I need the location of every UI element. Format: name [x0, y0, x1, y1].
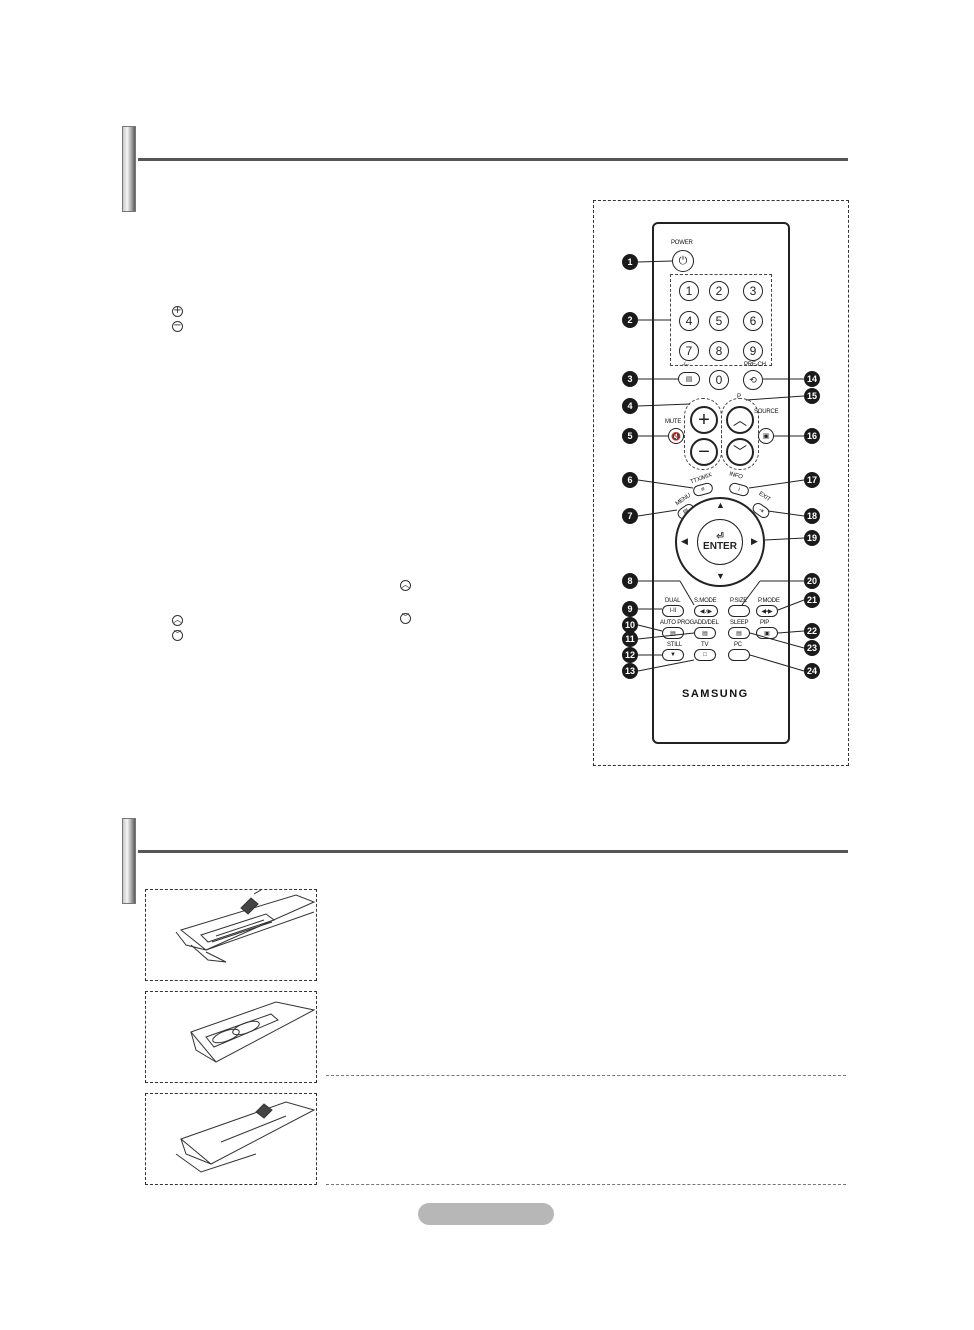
step-divider	[326, 1075, 846, 1076]
battery-cover-close-illustration	[145, 1093, 317, 1185]
callout-10: 10	[622, 617, 638, 633]
chevron-down-circle-icon: ﹀	[400, 613, 411, 624]
psize-button[interactable]	[728, 605, 750, 617]
callout-1: 1	[622, 254, 638, 270]
callout-20: 20	[804, 573, 820, 589]
pmode-button[interactable]: ◀▪▶	[756, 605, 778, 617]
callout-14: 14	[804, 371, 820, 387]
callout-5: 5	[622, 428, 638, 444]
callout-13: 13	[622, 663, 638, 679]
prech-label: PRE-CH	[744, 362, 766, 368]
volume-up-button[interactable]: +	[690, 406, 718, 434]
sleep-label: SLEEP	[730, 620, 749, 626]
enter-button[interactable]: ⏎ ENTER	[697, 519, 743, 565]
channel-down-button[interactable]: ﹀	[726, 438, 754, 466]
mute-label: MUTE	[665, 419, 682, 425]
number-button-3[interactable]: 3	[743, 281, 763, 301]
pc-label: PC	[734, 642, 742, 648]
number-button-0[interactable]: 0	[709, 370, 729, 390]
samsung-logo: SAMSUNG	[682, 688, 749, 700]
step-divider	[326, 1184, 846, 1185]
chevron-up-circle-icon: ︿	[400, 580, 411, 591]
number-button-2[interactable]: 2	[709, 281, 729, 301]
dual-label: DUAL	[665, 598, 681, 604]
pip-label: PIP	[760, 620, 770, 626]
smode-button[interactable]: ◀♪▶	[694, 605, 718, 617]
callout-3: 3	[622, 371, 638, 387]
number-button-5[interactable]: 5	[709, 311, 729, 331]
pc-button[interactable]	[728, 649, 750, 661]
channel-up-button[interactable]: ︿	[726, 406, 754, 434]
number-button-9[interactable]: 9	[743, 341, 763, 361]
callout-12: 12	[622, 647, 638, 663]
adddel-label: ADD/DEL	[694, 620, 719, 626]
left-arrow-icon[interactable]: ◀	[681, 536, 688, 546]
adddel-button[interactable]: ▤	[694, 627, 716, 639]
callout-8: 8	[622, 573, 638, 589]
number-button-1[interactable]: 1	[679, 281, 699, 301]
battery-insert-illustration	[145, 991, 317, 1083]
number-button-4[interactable]: 4	[679, 311, 699, 331]
enter-icon: ⏎	[716, 531, 724, 541]
dash-button[interactable]: ▤	[678, 372, 700, 386]
battery-cover-open-drawing	[175, 889, 316, 963]
callout-19: 19	[804, 530, 820, 546]
dual-button[interactable]: I-II	[662, 605, 684, 617]
section-header-bar	[122, 126, 136, 212]
power-label: POWER	[671, 240, 693, 246]
callout-24: 24	[804, 663, 820, 679]
callout-15: 15	[804, 388, 820, 404]
source-button[interactable]: ▣	[758, 428, 774, 444]
p-label: P	[737, 394, 741, 400]
callout-6: 6	[622, 472, 638, 488]
section-header-bar	[122, 818, 136, 904]
number-button-8[interactable]: 8	[709, 341, 729, 361]
chevron-down-circle-icon: ﹀	[172, 630, 183, 641]
callout-18: 18	[804, 508, 820, 524]
prech-button[interactable]: ⟲	[743, 370, 763, 390]
callout-22: 22	[804, 623, 820, 639]
up-arrow-icon[interactable]: ▲	[716, 500, 725, 510]
dash-label: -/--	[682, 362, 689, 368]
number-button-7[interactable]: 7	[679, 341, 699, 361]
remote-illustration-frame	[593, 200, 849, 766]
psize-label: P.SIZE	[730, 598, 748, 604]
minus-circle-icon: −	[172, 320, 183, 332]
callout-21: 21	[804, 592, 820, 608]
right-arrow-icon[interactable]: ▶	[751, 536, 758, 546]
page-number-badge	[418, 1203, 554, 1225]
battery-cover-close-drawing	[175, 1101, 316, 1173]
number-button-6[interactable]: 6	[743, 311, 763, 331]
enter-label: ENTER	[703, 541, 737, 552]
autoprog-label: AUTO PROG.	[660, 620, 696, 626]
plus-circle-icon: +	[172, 305, 183, 317]
source-label: SOURCE	[754, 409, 779, 415]
section-header-rule	[138, 158, 848, 161]
battery-cover-open-illustration	[145, 889, 317, 981]
callout-17: 17	[804, 472, 820, 488]
callout-11: 11	[622, 631, 638, 647]
still-label: STILL	[667, 642, 683, 648]
still-button[interactable]: ▼	[662, 649, 684, 661]
chevron-up-circle-icon: ︿	[172, 615, 183, 626]
sleep-button[interactable]: ▤	[728, 627, 750, 639]
section-header-rule	[138, 850, 848, 853]
down-arrow-icon[interactable]: ▼	[716, 571, 725, 581]
callout-leader-lines	[637, 260, 805, 672]
callout-23: 23	[804, 640, 820, 656]
callout-7: 7	[622, 508, 638, 524]
number-pad-group	[670, 274, 772, 366]
tv-button[interactable]: □	[694, 649, 716, 661]
power-button[interactable]: ⏻	[672, 250, 694, 272]
volume-down-button[interactable]: −	[690, 438, 718, 466]
callout-4: 4	[622, 398, 638, 414]
smode-label: S.MODE	[694, 598, 717, 604]
mute-button[interactable]: 🔇	[668, 428, 684, 444]
pmode-label: P.MODE	[758, 598, 780, 604]
callout-16: 16	[804, 428, 820, 444]
battery-insert-drawing	[190, 1001, 316, 1063]
tv-label: TV	[701, 642, 709, 648]
callout-9: 9	[622, 601, 638, 617]
callout-2: 2	[622, 312, 638, 328]
